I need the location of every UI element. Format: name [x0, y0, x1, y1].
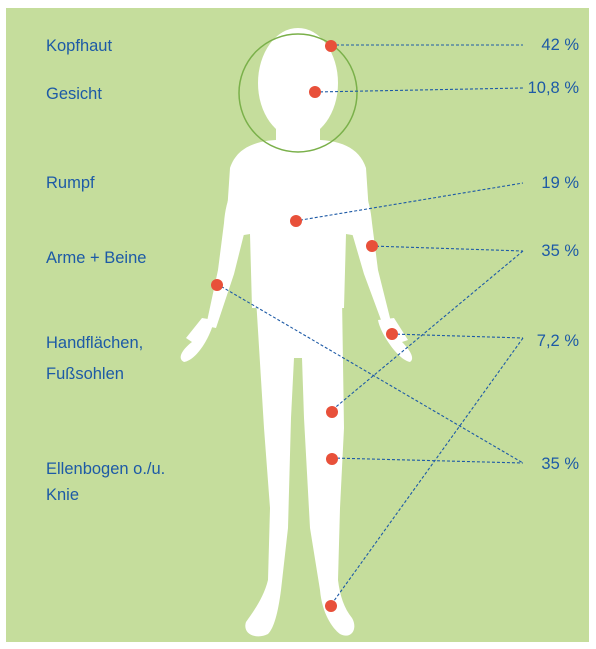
label-kopfhaut: Kopfhaut: [46, 33, 112, 59]
label-arme-beine: Arme + Beine: [46, 245, 146, 271]
value-kopfhaut: 42 %: [541, 32, 579, 58]
label-handflaechen-line2: Fußsohlen: [46, 361, 124, 387]
marker-fuss: [325, 600, 337, 612]
marker-knie: [326, 453, 338, 465]
label-handflaechen-line1: Handflächen,: [46, 330, 143, 356]
marker-rumpf: [290, 215, 302, 227]
label-ellenbogen-line1: Ellenbogen o./u.: [46, 456, 165, 482]
label-rumpf: Rumpf: [46, 170, 95, 196]
marker-oberschenkel: [326, 406, 338, 418]
marker-unterarm: [211, 279, 223, 291]
marker-hand: [386, 328, 398, 340]
body-silhouette: [181, 28, 412, 636]
value-ellenbogen: 35 %: [541, 451, 579, 477]
value-gesicht: 10,8 %: [528, 75, 579, 101]
marker-arm: [366, 240, 378, 252]
value-handflaechen: 7,2 %: [537, 328, 579, 354]
label-gesicht: Gesicht: [46, 81, 102, 107]
value-arme-beine: 35 %: [541, 238, 579, 264]
label-ellenbogen-line2: Knie: [46, 482, 79, 508]
diagram-panel: Kopfhaut Gesicht Rumpf Arme + Beine Hand…: [6, 8, 589, 642]
marker-kopfhaut: [325, 40, 337, 52]
value-rumpf: 19 %: [541, 170, 579, 196]
marker-gesicht: [309, 86, 321, 98]
